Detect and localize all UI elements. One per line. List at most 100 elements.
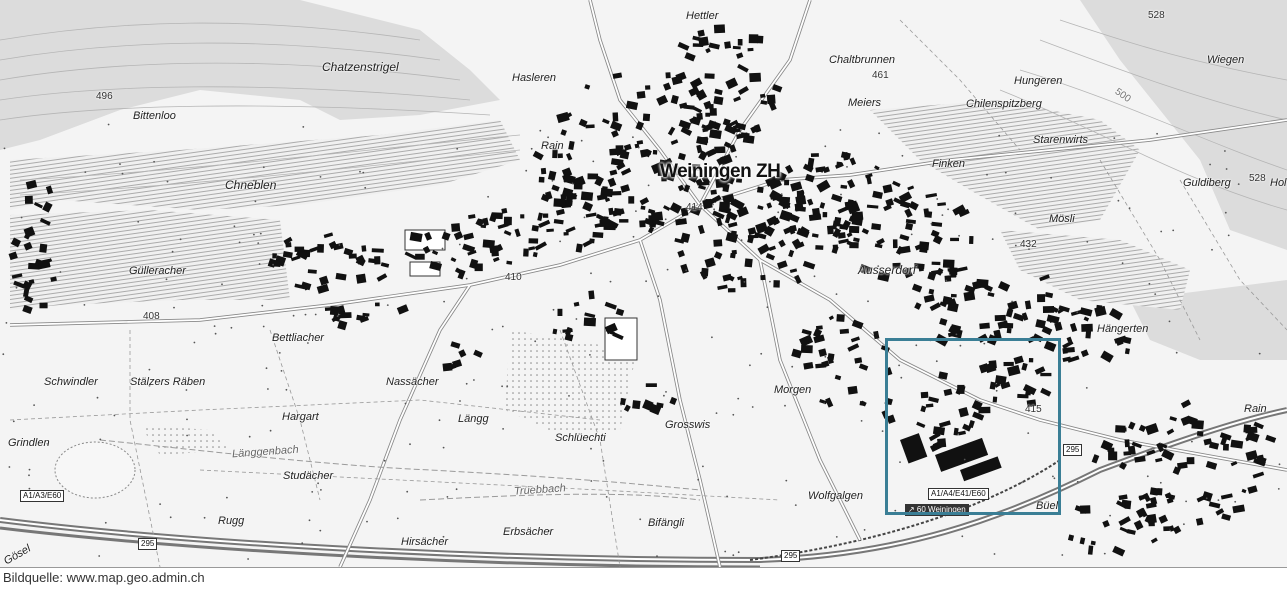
tree-point	[302, 126, 305, 128]
building	[763, 225, 775, 237]
building	[1135, 507, 1147, 519]
building	[594, 223, 601, 228]
building	[866, 175, 872, 185]
forest-northwest	[0, 0, 500, 150]
building	[872, 190, 883, 200]
building	[335, 272, 347, 281]
building	[1265, 434, 1277, 443]
tree-point	[551, 179, 554, 182]
building	[702, 198, 713, 210]
building	[919, 248, 928, 254]
field-paths	[9, 19, 1287, 567]
building	[698, 94, 704, 98]
tree-point	[186, 434, 189, 437]
building	[623, 143, 632, 151]
building	[473, 349, 483, 358]
building	[33, 202, 43, 209]
tree-point	[458, 243, 461, 246]
building	[964, 284, 976, 294]
building	[1065, 347, 1075, 353]
building	[23, 226, 36, 238]
building	[931, 221, 943, 227]
building	[918, 241, 930, 251]
building	[801, 328, 812, 336]
building	[595, 213, 606, 221]
building	[729, 144, 737, 153]
building	[355, 257, 366, 267]
building	[612, 208, 625, 217]
building	[303, 283, 311, 291]
building	[747, 227, 757, 236]
tree-point	[320, 489, 322, 491]
tree-point	[269, 429, 272, 432]
building	[1138, 494, 1145, 500]
highlight-rectangle	[885, 338, 1061, 515]
tree-point	[46, 442, 49, 445]
tree-point	[20, 216, 23, 219]
tree-point	[265, 367, 268, 370]
building	[859, 263, 872, 274]
building	[1013, 355, 1024, 365]
tree-point	[159, 503, 162, 505]
building	[567, 200, 573, 206]
place-label-langg: Längg	[458, 413, 489, 425]
building	[1191, 419, 1204, 430]
building	[611, 129, 619, 138]
railway	[749, 459, 1061, 561]
tree-point	[823, 402, 826, 405]
building	[650, 211, 664, 222]
tree-point	[898, 364, 900, 367]
building	[713, 251, 723, 260]
building	[442, 362, 453, 372]
building	[663, 205, 671, 211]
building	[540, 167, 547, 175]
tree-point	[961, 535, 964, 538]
building	[865, 173, 873, 179]
building	[604, 301, 617, 310]
tree-point	[226, 496, 228, 499]
building	[757, 243, 770, 255]
building	[705, 112, 711, 117]
building	[701, 175, 711, 185]
tree-point	[185, 389, 188, 391]
building	[1069, 322, 1078, 333]
building	[1085, 329, 1092, 339]
building	[874, 165, 880, 171]
building	[925, 192, 938, 199]
gravel-pit-grindlen	[54, 441, 136, 499]
place-label-hettler: Hettler	[686, 10, 719, 22]
tree-point	[590, 480, 593, 482]
building	[663, 82, 672, 91]
building	[565, 226, 576, 234]
building	[582, 201, 594, 212]
building	[1168, 525, 1175, 532]
building	[861, 228, 870, 235]
building	[1114, 335, 1127, 344]
building	[796, 227, 810, 239]
tree-point	[664, 218, 667, 221]
tree-point	[1052, 475, 1054, 478]
tree-point	[941, 214, 944, 217]
building	[1203, 438, 1213, 446]
building	[422, 245, 431, 254]
building	[1255, 455, 1267, 467]
tree-point	[84, 171, 87, 174]
building	[848, 225, 860, 234]
tree-point	[304, 313, 307, 316]
tree-point	[881, 430, 884, 432]
building	[935, 437, 989, 472]
building	[931, 269, 943, 275]
building	[928, 288, 935, 295]
building	[858, 363, 869, 371]
building	[1087, 545, 1094, 555]
building	[1195, 517, 1204, 526]
building	[316, 283, 330, 294]
building	[1253, 421, 1264, 430]
streams	[99, 439, 701, 501]
building	[784, 179, 790, 186]
building	[1180, 399, 1192, 409]
building	[1112, 545, 1126, 557]
building	[628, 196, 635, 204]
building	[730, 230, 737, 240]
building	[336, 305, 346, 315]
